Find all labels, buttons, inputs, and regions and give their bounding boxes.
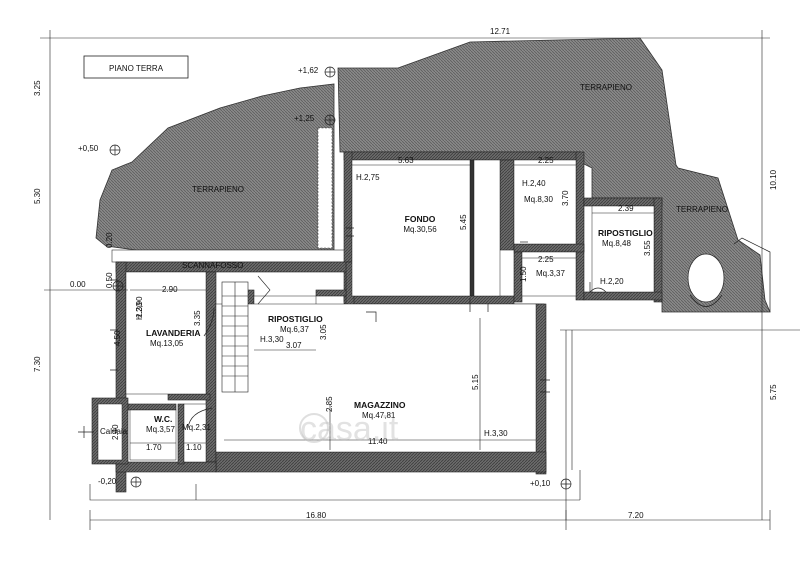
level-label: 0.00 — [70, 280, 86, 289]
dimension-label: 2.25 — [538, 255, 554, 264]
ripostiglio-mid-area: Mq.6,37 — [280, 325, 309, 334]
fondo-area: Mq.30,56 — [403, 225, 437, 234]
page-title: PIANO TERRA — [109, 64, 164, 73]
room-fills — [97, 159, 655, 463]
level-label: +1,25 — [294, 114, 315, 123]
magazzino-name: MAGAZZINO — [354, 400, 406, 410]
terrapieno-label: TERRAPIENO — [676, 205, 728, 214]
title-box — [83, 55, 189, 79]
dimension-label: 16.80 — [306, 511, 327, 520]
dimension-label: 5.75 — [769, 384, 778, 400]
dimension-label: 5.15 — [471, 374, 480, 390]
caldaia-name: Caldaia — [100, 427, 128, 436]
dimension-label: 2.85 — [325, 396, 334, 412]
dimension-label: 11.40 — [368, 437, 388, 446]
lavanderia-area: Mq.13,05 — [150, 339, 184, 348]
dimension-label: 1.70 — [146, 443, 162, 452]
dimension-label: 2.90 — [162, 285, 178, 294]
dimension-label: 7.30 — [33, 356, 42, 372]
ripostiglio-right-area: Mq.8,48 — [602, 239, 631, 248]
dimension-label: 3.07 — [286, 341, 302, 350]
fixtures — [78, 227, 771, 438]
lavanderia-name: LAVANDERIA — [146, 328, 200, 338]
dimension-label: 1.10 — [186, 443, 202, 452]
terrapieno-label: TERRAPIENO — [192, 185, 244, 194]
closet-area: Mq.2,31 — [182, 423, 211, 432]
level-label: +0,10 — [530, 479, 551, 488]
dimension-label: 1.50 — [519, 266, 528, 282]
dimension-label: 3.35 — [193, 310, 202, 326]
dimension-label: 4.50 — [113, 330, 122, 346]
level-label: +0,50 — [78, 144, 99, 153]
dimension-label: 0.20 — [105, 232, 114, 248]
dimension-label: 3.25 — [33, 80, 42, 96]
ripostiglio-right-height: H.2,20 — [600, 277, 624, 286]
level-markers — [109, 66, 572, 490]
dimension-label: 2.30 — [135, 302, 144, 318]
dimension-label: 3.70 — [561, 190, 570, 206]
dimension-label: 2.25 — [538, 156, 554, 165]
dimension-label: 5.45 — [459, 214, 468, 230]
scannafosso-label: SCANNAFOSSO — [182, 261, 243, 270]
watermark-icon — [299, 413, 329, 443]
wc-name: W.C. — [154, 414, 172, 424]
ripostiglio-top-area: Mq.8,30 — [524, 195, 553, 204]
dimension-label: 3.55 — [643, 240, 652, 256]
fondo-height: H.2,75 — [356, 173, 380, 182]
stairs — [221, 275, 271, 393]
lavanderia-height: H.2,90 — [135, 296, 144, 320]
fondo-name: FONDO — [405, 214, 436, 224]
ripostiglio-top-height: H.2,40 — [522, 179, 546, 188]
level-label: +1,62 — [298, 66, 319, 75]
dimension-label: 10.10 — [769, 169, 778, 190]
magazzino-area: Mq.47,81 — [362, 411, 396, 420]
dimension-label: 2.39 — [618, 204, 634, 213]
ripostiglio-right-name: RIPOSTIGLIO — [598, 228, 653, 238]
dimension-label: 3.05 — [319, 324, 328, 340]
wc-area: Mq.3,57 — [146, 425, 175, 434]
small-room-area: Mq.3,37 — [536, 269, 565, 278]
level-label: -0,20 — [98, 477, 117, 486]
dimension-label: 7.20 — [628, 511, 644, 520]
dimension-label: 2.40 — [111, 424, 120, 440]
dimension-label: 5.30 — [33, 188, 42, 204]
terrapieno-label: TERRAPIENO — [580, 83, 632, 92]
ripostiglio-mid-name: RIPOSTIGLIO — [268, 314, 323, 324]
dimension-lines — [40, 30, 800, 530]
dimension-label: 0.50 — [105, 272, 114, 288]
dimension-label: 5.63 — [398, 156, 414, 165]
dimension-label: 12.71 — [490, 27, 511, 36]
ripostiglio-mid-height: H.3,30 — [260, 335, 284, 344]
magazzino-height: H.3,30 — [484, 429, 508, 438]
